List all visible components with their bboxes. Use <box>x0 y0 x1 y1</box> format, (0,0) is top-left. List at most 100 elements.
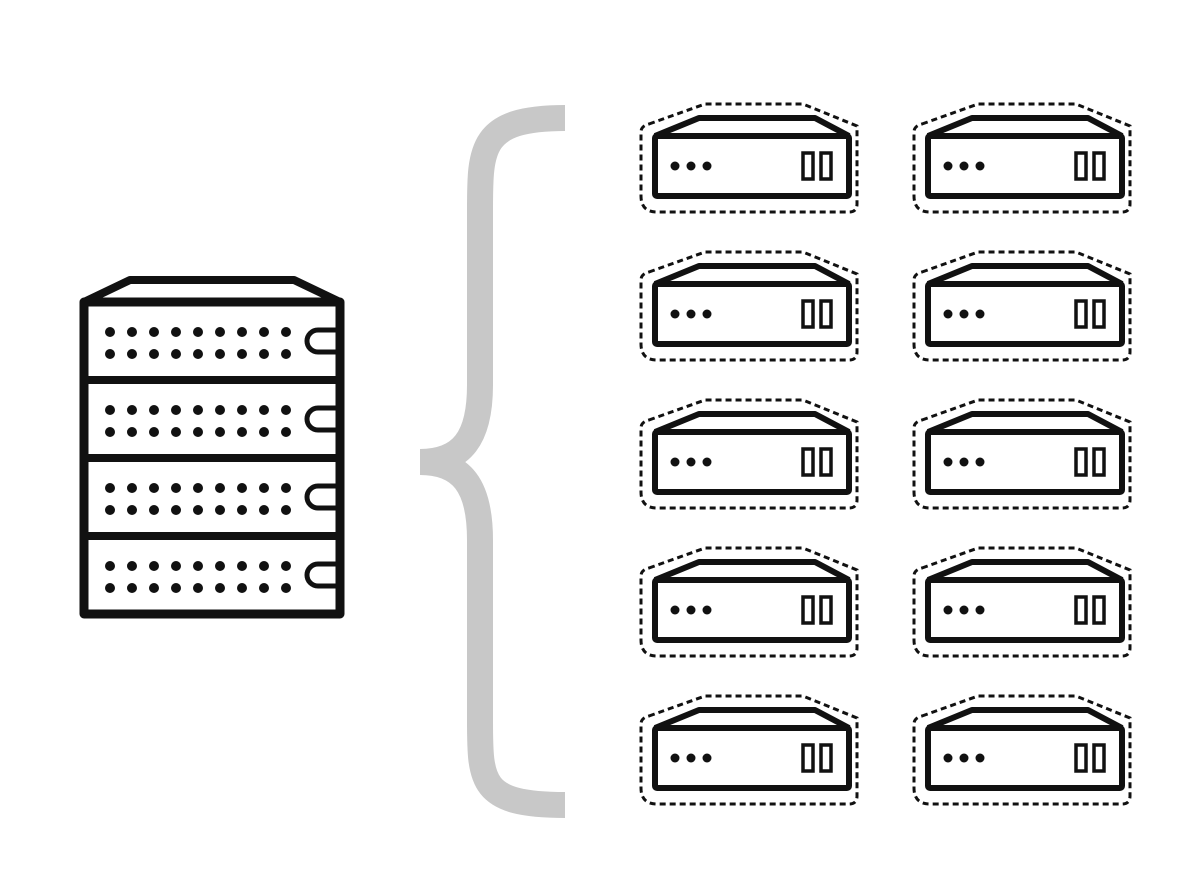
rack-led <box>127 505 137 515</box>
rack-led <box>149 561 159 571</box>
rack-led <box>171 505 181 515</box>
unit-dashed-outline <box>639 694 859 806</box>
rack-led <box>193 349 203 359</box>
rack-led <box>281 505 291 515</box>
unit-body <box>652 725 852 791</box>
unit-indicator-dot <box>975 161 985 171</box>
rack-led <box>149 349 159 359</box>
unit-indicator-dot <box>975 457 985 467</box>
server-unit-icon <box>912 694 1132 806</box>
unit-indicator-dot <box>686 309 696 319</box>
unit-body <box>925 725 1125 791</box>
rack-handle <box>304 561 340 589</box>
unit-dashed-outline <box>639 102 859 214</box>
unit-indicator-dot <box>686 457 696 467</box>
unit-port <box>1074 595 1088 625</box>
rack-led <box>215 505 225 515</box>
rack-led <box>259 483 269 493</box>
rack-led <box>105 561 115 571</box>
unit-indicator-dot <box>959 753 969 763</box>
rack-handle <box>304 483 340 511</box>
rack-led <box>237 327 247 337</box>
rack-led <box>193 505 203 515</box>
rack-led <box>281 561 291 571</box>
server-unit-icon <box>639 694 859 806</box>
rack-led <box>149 505 159 515</box>
unit-dashed-outline <box>912 102 1132 214</box>
unit-port <box>1074 151 1088 181</box>
unit-indicator-dot <box>959 605 969 615</box>
unit-body <box>652 133 852 199</box>
rack-led <box>237 349 247 359</box>
unit-indicator-dot <box>686 753 696 763</box>
unit-port <box>819 743 833 773</box>
unit-indicator-dot <box>702 605 712 615</box>
unit-body <box>925 429 1125 495</box>
rack-led <box>237 583 247 593</box>
unit-port <box>819 299 833 329</box>
unit-dashed-outline <box>912 398 1132 510</box>
unit-indicator-dot <box>975 753 985 763</box>
unit-dashed-outline <box>639 250 859 362</box>
rack-led <box>193 427 203 437</box>
unit-port <box>801 299 815 329</box>
rack-led <box>127 583 137 593</box>
unit-indicator-dot <box>943 457 953 467</box>
unit-port <box>801 151 815 181</box>
unit-port <box>1092 151 1106 181</box>
rack-led <box>237 405 247 415</box>
curly-brace-icon <box>419 105 566 818</box>
unit-top <box>653 559 851 583</box>
rack-led <box>105 483 115 493</box>
unit-port <box>819 447 833 477</box>
rack-led <box>281 327 291 337</box>
rack-led <box>171 561 181 571</box>
unit-indicator-dot <box>975 309 985 319</box>
server-unit-icon <box>912 546 1132 658</box>
unit-body <box>925 577 1125 643</box>
unit-indicator-dot <box>670 605 680 615</box>
unit-body <box>925 281 1125 347</box>
rack-led <box>171 405 181 415</box>
unit-indicator-dot <box>959 161 969 171</box>
unit-indicator-dot <box>975 605 985 615</box>
rack-led <box>281 349 291 359</box>
rack-led <box>215 405 225 415</box>
unit-indicator-dot <box>670 161 680 171</box>
unit-port <box>1092 595 1106 625</box>
rack-led <box>127 405 137 415</box>
rack-led <box>237 483 247 493</box>
unit-dashed-outline <box>639 398 859 510</box>
unit-port <box>819 595 833 625</box>
unit-indicator-dot <box>959 457 969 467</box>
unit-port <box>1092 447 1106 477</box>
rack-led <box>105 349 115 359</box>
rack-led <box>259 349 269 359</box>
unit-body <box>652 577 852 643</box>
unit-port <box>1074 299 1088 329</box>
unit-indicator-dot <box>670 309 680 319</box>
rack-led <box>259 561 269 571</box>
server-unit-icon <box>912 102 1132 214</box>
rack-led <box>171 327 181 337</box>
unit-port <box>801 595 815 625</box>
unit-indicator-dot <box>943 753 953 763</box>
unit-dashed-outline <box>912 546 1132 658</box>
unit-indicator-dot <box>702 753 712 763</box>
server-rack-icon <box>79 276 345 619</box>
unit-indicator-dot <box>670 753 680 763</box>
unit-top <box>653 411 851 435</box>
rack-led <box>171 583 181 593</box>
unit-dashed-outline <box>912 250 1132 362</box>
rack-led <box>215 583 225 593</box>
rack-led <box>127 483 137 493</box>
unit-top <box>926 707 1124 731</box>
rack-led <box>193 483 203 493</box>
unit-body <box>652 281 852 347</box>
rack-led <box>281 483 291 493</box>
unit-top <box>926 411 1124 435</box>
unit-indicator-dot <box>686 605 696 615</box>
rack-led <box>193 561 203 571</box>
